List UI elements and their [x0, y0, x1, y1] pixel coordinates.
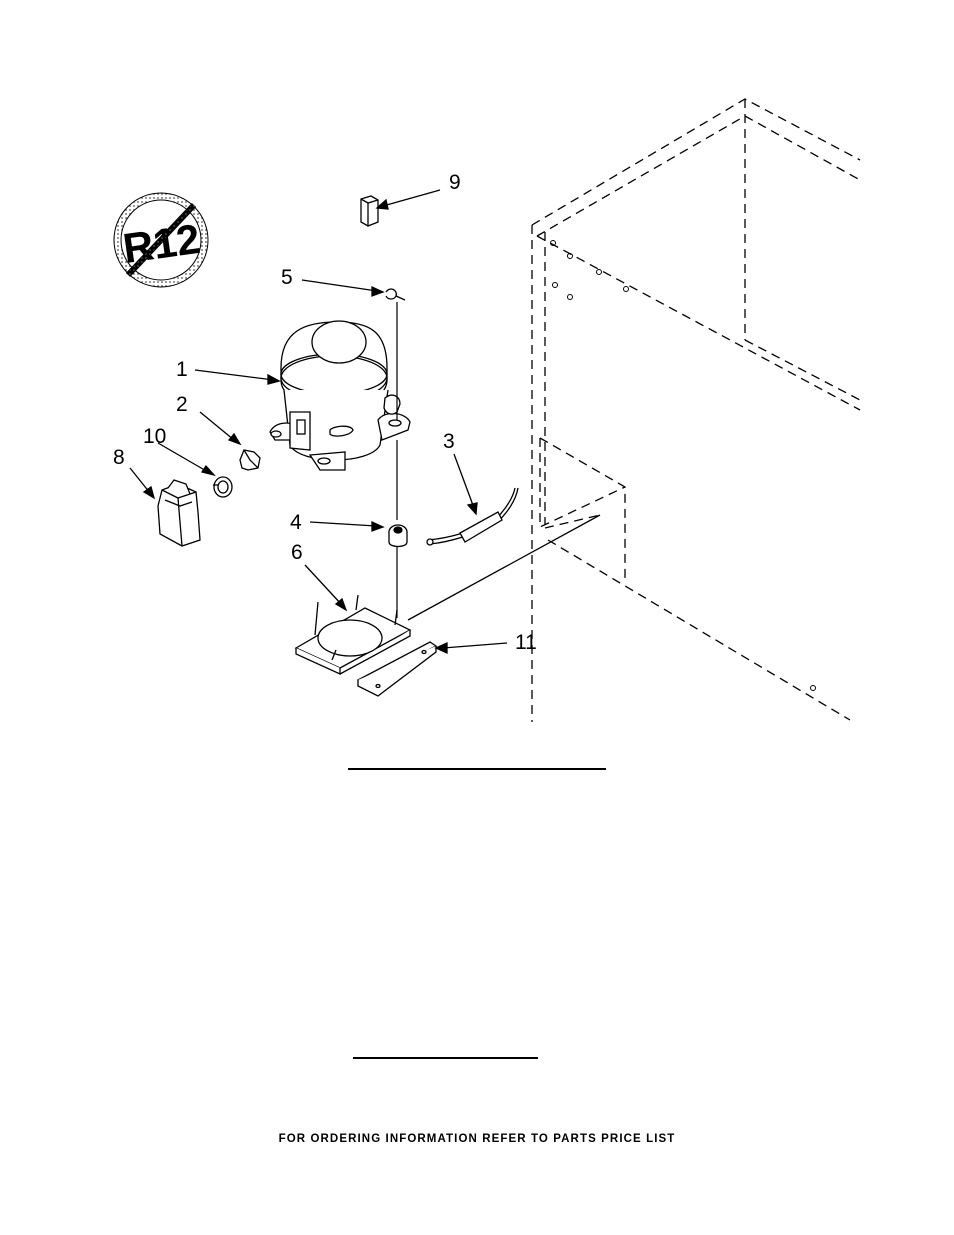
- drier-tube: [426, 487, 519, 546]
- start-relay: [157, 479, 201, 547]
- clip: [385, 288, 406, 301]
- callout-8: 8: [113, 446, 125, 469]
- cabinet-outline: [531, 98, 861, 722]
- callout-10: 10: [143, 425, 166, 448]
- overload-protector: [239, 449, 261, 471]
- no-r12-refrigerant-icon: R12: [113, 192, 209, 288]
- compressor: [269, 320, 411, 471]
- grommet: [388, 524, 408, 548]
- separator-rule-bottom: [353, 1057, 538, 1059]
- callout-5: 5: [281, 266, 293, 289]
- cabinet-holes: [550, 240, 816, 691]
- callout-2: 2: [176, 393, 188, 416]
- callout-6: 6: [291, 541, 303, 564]
- callout-4: 4: [290, 511, 302, 534]
- callout-11: 11: [515, 631, 537, 654]
- separator-rule-top: [348, 768, 606, 770]
- callout-1: 1: [176, 358, 188, 381]
- base-rail: [356, 641, 438, 697]
- capacitor: [360, 195, 379, 227]
- compressor-base-plate: [294, 594, 412, 676]
- terminal-cover: [213, 476, 233, 498]
- callout-3: 3: [443, 430, 455, 453]
- ordering-info-footer: FOR ORDERING INFORMATION REFER TO PARTS …: [278, 1133, 676, 1145]
- base-leader-line: [407, 514, 601, 621]
- callout-9: 9: [449, 171, 461, 194]
- callout-leaders: [129, 189, 508, 655]
